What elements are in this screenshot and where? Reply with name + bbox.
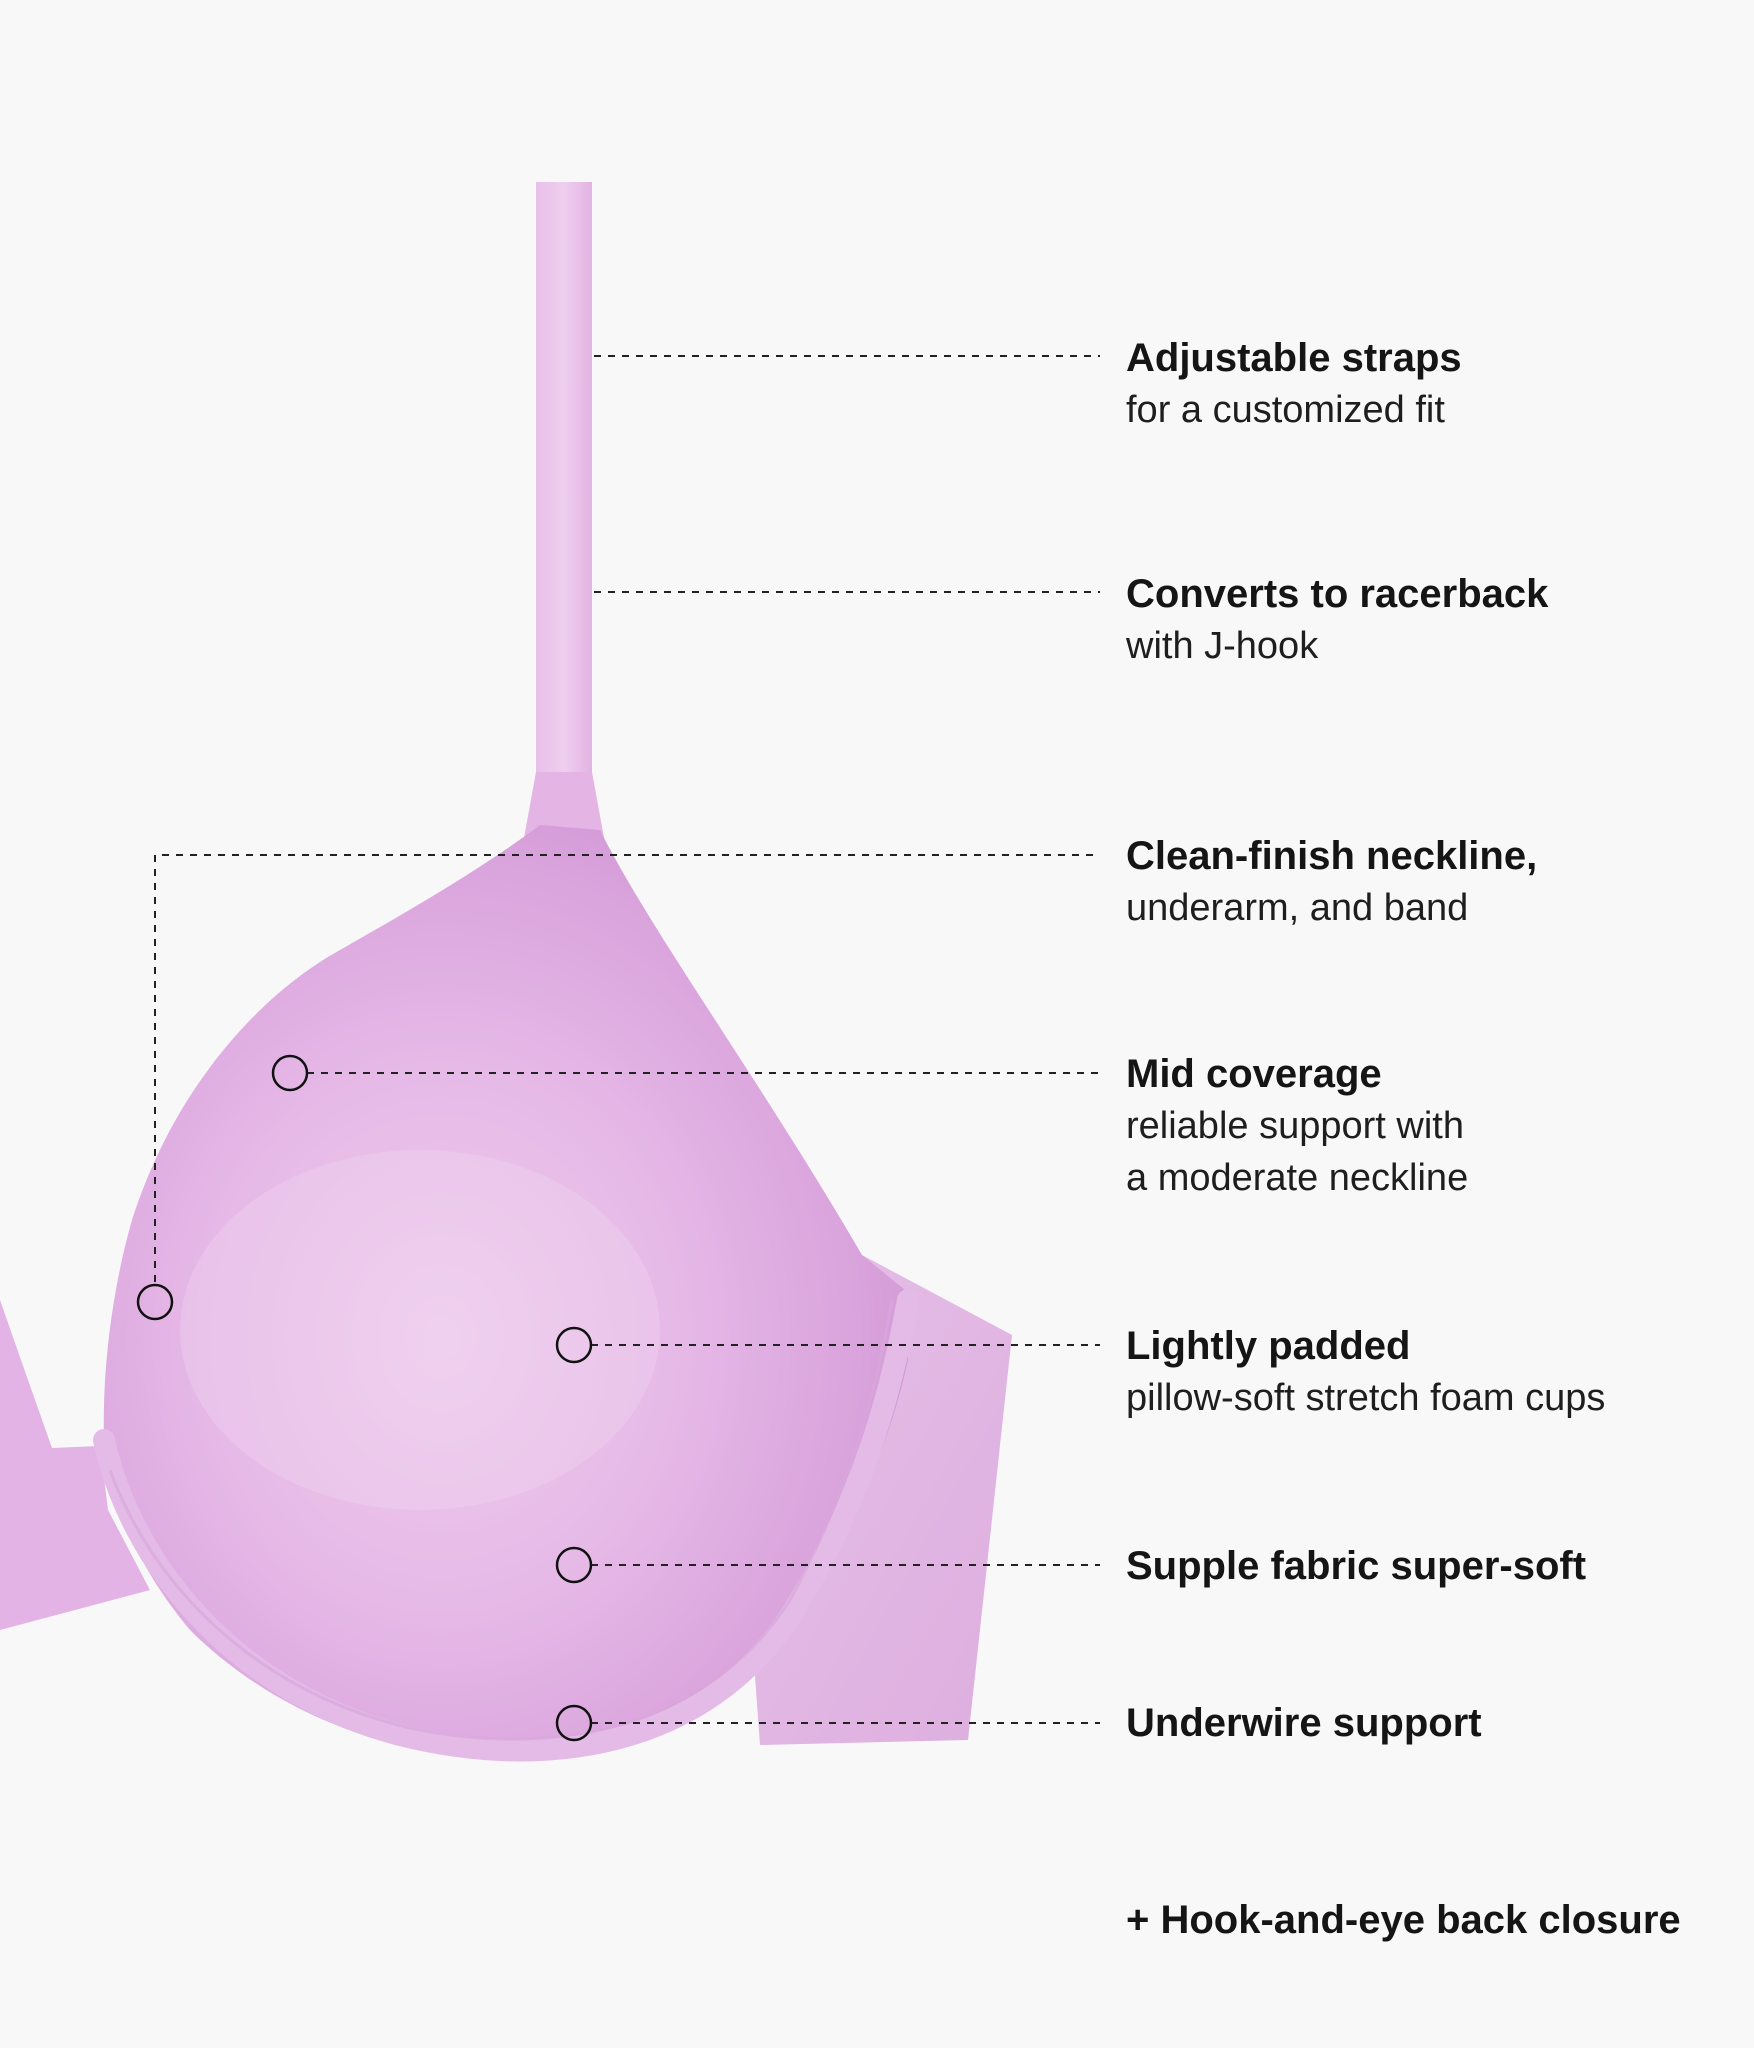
feature-underwire: Underwire support [1126, 1697, 1736, 1749]
strap [536, 182, 592, 782]
feature-description-line-2: a moderate neckline [1126, 1157, 1469, 1199]
markers [136, 1054, 593, 1742]
cup [103, 825, 908, 1758]
feature-description: with J-hook [1126, 625, 1319, 667]
feature-lightly-padded: Lightly padded pillow-soft stretch foam … [1126, 1320, 1736, 1424]
feature-title: Supple fabric super-soft [1126, 1544, 1587, 1588]
feature-title: Lightly padded [1126, 1324, 1411, 1368]
bra-illustration [0, 182, 1012, 1762]
marker-underwire [555, 1704, 593, 1742]
feature-title: Clean-finish neckline, [1126, 834, 1538, 878]
feature-title: Adjustable straps [1126, 336, 1462, 380]
marker-padded [555, 1326, 593, 1364]
marker-coverage [271, 1054, 309, 1092]
feature-description: for a customized fit [1126, 389, 1445, 431]
feature-title: Converts to racerback [1126, 572, 1549, 616]
feature-mid-coverage: Mid coverage reliable support with a mod… [1126, 1048, 1736, 1204]
marker-fabric [555, 1546, 593, 1584]
feature-title: + Hook-and-eye back closure [1126, 1898, 1681, 1942]
feature-title: Underwire support [1126, 1701, 1482, 1745]
leader-line-neckline [154, 854, 1100, 1282]
feature-description: reliable support with [1126, 1105, 1464, 1147]
center-gore [0, 1300, 150, 1630]
feature-supple-fabric: Supple fabric super-soft [1126, 1540, 1736, 1592]
feature-racerback: Converts to racerback with J-hook [1126, 568, 1736, 672]
feature-title: Mid coverage [1126, 1052, 1382, 1096]
feature-clean-finish: Clean-finish neckline, underarm, and ban… [1126, 830, 1736, 934]
marker-neckline [136, 1283, 174, 1321]
feature-description: underarm, and band [1126, 887, 1469, 929]
feature-description: pillow-soft stretch foam cups [1126, 1377, 1606, 1419]
feature-back-closure: + Hook-and-eye back closure [1126, 1894, 1736, 1946]
leader-lines [154, 355, 1100, 1724]
underwire-channel [93, 1289, 919, 1762]
strap-connector [524, 772, 604, 838]
feature-adjustable-straps: Adjustable straps for a customized fit [1126, 332, 1736, 436]
